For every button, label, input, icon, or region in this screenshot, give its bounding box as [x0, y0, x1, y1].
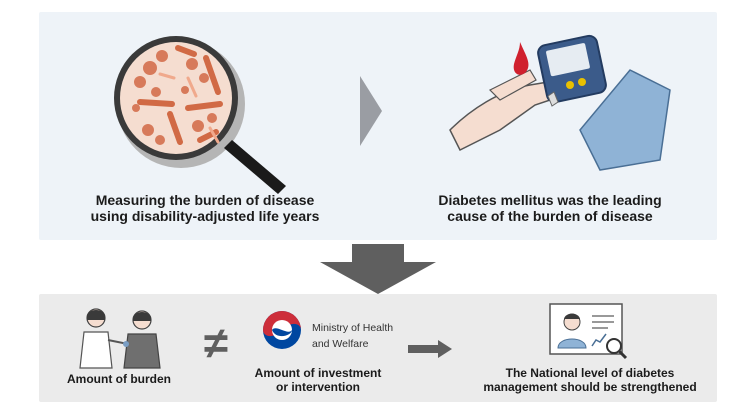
ministry-name-line2: and Welfare — [312, 338, 369, 350]
investment-line2: or intervention — [275, 380, 360, 394]
monitor-person-icon — [549, 303, 628, 360]
left-caption-line1: Measuring the burden of disease — [95, 192, 315, 208]
investment-line1: Amount of investment — [254, 366, 382, 380]
down-arrow-icon — [320, 244, 436, 294]
conclusion-line2: management should be strengthened — [483, 380, 697, 394]
right-caption-line2: cause of the burden of disease — [447, 208, 653, 224]
chevron-right-icon — [360, 76, 382, 146]
ministry-logo-icon — [263, 311, 301, 349]
magnifier-bacteria-icon — [114, 36, 286, 194]
conclusion-line1: The National level of diabetes — [505, 366, 675, 380]
left-caption-line2: using disability-adjusted life years — [90, 208, 320, 224]
not-equal-symbol: ≠ — [203, 319, 229, 368]
right-arrow-icon — [408, 340, 452, 358]
doctor-patient-icon — [79, 308, 161, 369]
ministry-name-line1: Ministry of Health — [312, 322, 394, 334]
burden-label: Amount of burden — [67, 372, 171, 386]
glucose-meter-icon — [449, 34, 671, 171]
right-caption-line1: Diabetes mellitus was the leading — [438, 192, 662, 208]
